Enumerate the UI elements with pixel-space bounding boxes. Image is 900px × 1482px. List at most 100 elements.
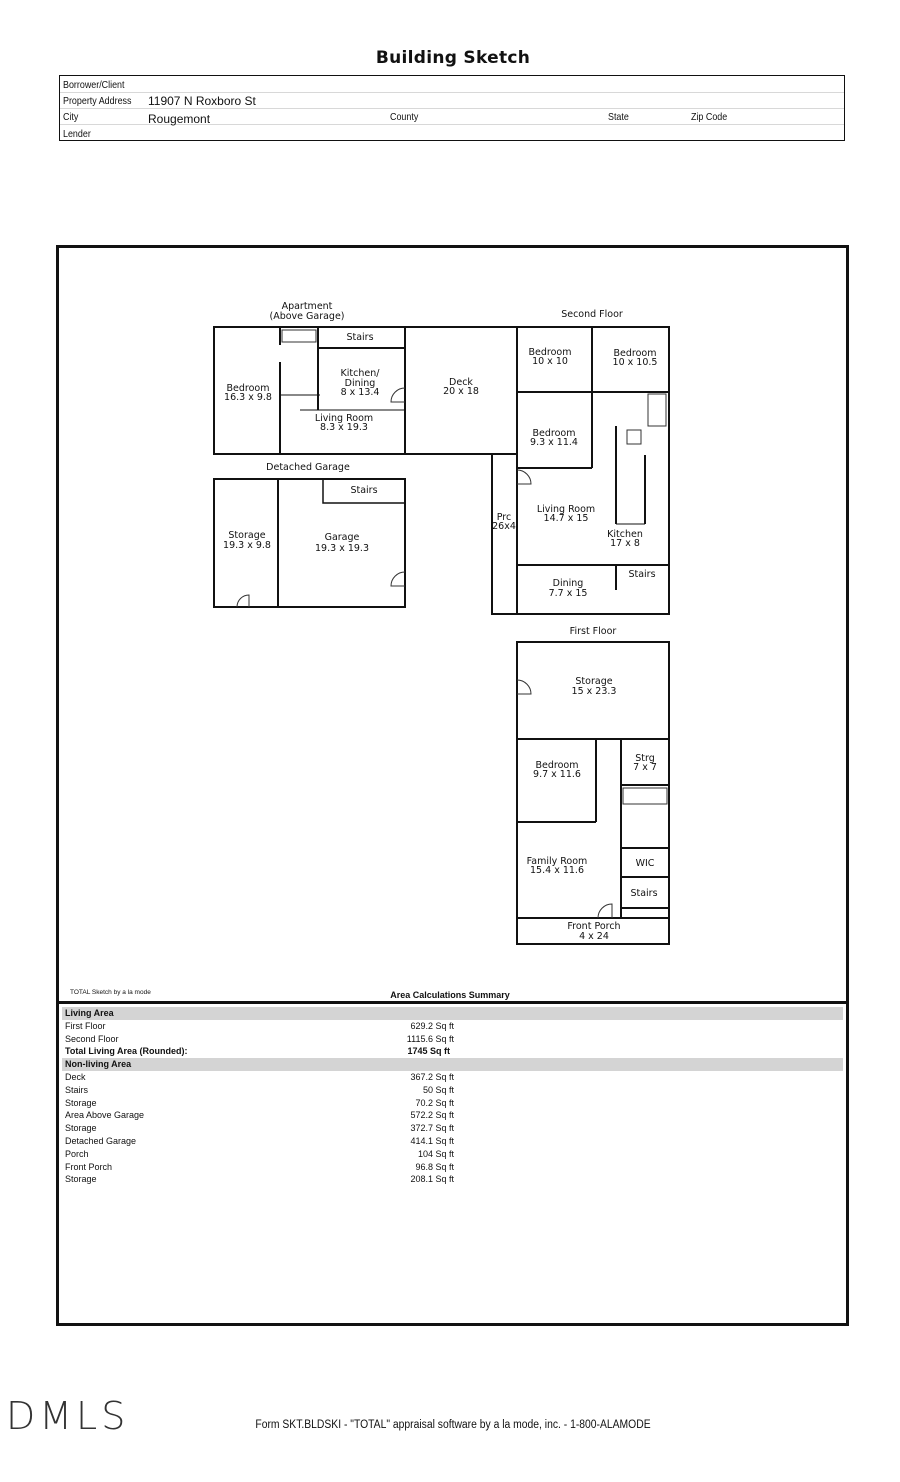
lender-label: Lender — [63, 128, 91, 140]
room-dims: 19.3 x 9.8 — [223, 540, 271, 551]
lender-row: Lender — [60, 124, 844, 140]
room-name: Family Room — [527, 856, 588, 867]
area-name: Storage — [65, 1097, 97, 1108]
area-value: 208.1 Sq ft — [410, 1174, 454, 1185]
area-row: Non-living Area — [62, 1058, 843, 1071]
room-name: Deck — [449, 377, 473, 388]
room-name: Bedroom — [533, 428, 576, 439]
area-value: 629.2 Sq ft — [410, 1020, 454, 1031]
room-name: Strg — [635, 753, 655, 764]
room-dims: 7.7 x 15 — [549, 588, 588, 599]
room-name: Bedroom — [536, 760, 579, 771]
area-name: Area Above Garage — [65, 1110, 145, 1121]
room-name: 8 x 13.4 — [341, 387, 380, 398]
room-name: Storage — [228, 530, 265, 541]
area-row: Deck 367.2 Sq ft — [62, 1071, 843, 1084]
room-dims: 19.3 x 19.3 — [315, 543, 369, 554]
county-label: County — [390, 111, 419, 123]
room-dims: 4 x 24 — [579, 931, 609, 942]
area-name: Storage — [65, 1174, 97, 1185]
summary-divider — [56, 1001, 849, 1004]
city-label: City — [63, 111, 79, 123]
dmls-logo: DMLS — [6, 1394, 130, 1438]
front-porch-outline — [516, 917, 670, 945]
area-row: Stairs 50 Sq ft — [62, 1084, 843, 1097]
room-name: Stairs — [350, 485, 377, 496]
room-name: Living Room — [537, 504, 595, 515]
room-name: Stairs — [628, 569, 655, 580]
area-row: Storage 372.7 Sq ft — [62, 1122, 843, 1135]
room-name: Kitchen/ — [341, 368, 381, 379]
area-value: 372.7 Sq ft — [410, 1123, 454, 1134]
detached-garage-title: Detached Garage — [266, 462, 350, 473]
borrower-label: Borrower/Client — [63, 79, 125, 91]
sketch-labels: Apartment (Above Garage) Second Floor De… — [223, 301, 658, 942]
room-name: WIC — [636, 858, 655, 869]
address-value: 11907 N Roxboro St — [148, 94, 256, 108]
sketch-credit: TOTAL Sketch by a la mode — [70, 989, 151, 996]
room-dims: 15 x 23.3 — [572, 686, 617, 697]
room-name: Front Porch — [567, 921, 620, 932]
area-name: Deck — [65, 1071, 86, 1082]
area-name: Porch — [65, 1148, 89, 1159]
second-floor-title: Second Floor — [561, 309, 623, 320]
area-name: Non-living Area — [65, 1059, 132, 1070]
address-row: Property Address 11907 N Roxboro St — [60, 92, 844, 109]
form-footer: Form SKT.BLDSKI - "TOTAL" appraisal soft… — [255, 1419, 651, 1431]
room-name: Stairs — [346, 332, 373, 343]
area-name: Living Area — [65, 1008, 114, 1018]
porch-outline — [491, 453, 518, 615]
area-row: Living Area — [62, 1007, 843, 1020]
area-row: Detached Garage 414.1 Sq ft — [62, 1135, 843, 1148]
room-dims: 16.3 x 9.8 — [224, 392, 272, 403]
area-value: 70.2 Sq ft — [415, 1097, 454, 1108]
area-name: Detached Garage — [65, 1135, 137, 1146]
area-value: 572.2 Sq ft — [410, 1110, 454, 1121]
room-name: Bedroom — [227, 383, 270, 394]
room-dims: 26x4 — [492, 521, 516, 532]
room-dims: 9.7 x 11.6 — [533, 769, 581, 780]
room-dims: 15.4 x 11.6 — [530, 865, 584, 876]
area-row: Second Floor 1115.6 Sq ft — [62, 1033, 843, 1046]
area-value: 367.2 Sq ft — [410, 1071, 454, 1082]
room-dims: 10 x 10 — [532, 356, 568, 367]
city-row: City Rougemont County State Zip Code — [60, 108, 844, 126]
area-name: Second Floor — [65, 1033, 119, 1044]
area-calculations-table: Living Area First Floor 629.2 Sq ft Secon… — [62, 1007, 843, 1186]
area-value: 104 Sq ft — [417, 1148, 454, 1159]
area-row: First Floor 629.2 Sq ft — [62, 1020, 843, 1033]
room-name: Prc — [497, 512, 511, 523]
address-label: Property Address — [63, 95, 132, 107]
area-summary-title: Area Calculations Summary — [390, 990, 510, 1000]
room-dims: 10 x 10.5 — [613, 357, 658, 368]
area-name: Storage — [65, 1123, 97, 1134]
first-floor-title: First Floor — [570, 626, 617, 637]
room-dims: 8.3 x 19.3 — [320, 422, 368, 433]
room-name: Kitchen — [607, 529, 643, 540]
sketch-frame — [56, 245, 849, 1326]
room-dims: 20 x 18 — [443, 386, 479, 397]
property-info-table: Borrower/Client Property Address 11907 N… — [59, 75, 845, 141]
state-label: State — [608, 111, 629, 123]
area-name: Total Living Area (Rounded): — [65, 1046, 188, 1057]
area-value: 1115.6 Sq ft — [406, 1033, 454, 1044]
room-name: Storage — [575, 676, 612, 687]
area-row: Area Above Garage 572.2 Sq ft — [62, 1109, 843, 1122]
room-name: Living Room — [315, 413, 373, 424]
area-name: Front Porch — [65, 1161, 113, 1172]
apartment-title: Apartment — [282, 301, 333, 312]
area-row: Storage 70.2 Sq ft — [62, 1097, 843, 1110]
room-dims: Dining — [345, 378, 376, 389]
room-dims: 14.7 x 15 — [544, 513, 589, 524]
area-value: 1745 Sq ft — [407, 1046, 450, 1057]
area-value: 50 Sq ft — [422, 1084, 454, 1095]
area-value: 414.1 Sq ft — [410, 1135, 454, 1146]
area-name: Stairs — [65, 1084, 89, 1095]
room-dims: 17 x 8 — [610, 538, 640, 549]
city-value: Rougemont — [148, 112, 211, 126]
detached-garage-outline — [213, 478, 406, 608]
area-name: First Floor — [65, 1020, 106, 1031]
area-row: Porch 104 Sq ft — [62, 1148, 843, 1161]
apartment-subtitle: (Above Garage) — [269, 311, 344, 322]
